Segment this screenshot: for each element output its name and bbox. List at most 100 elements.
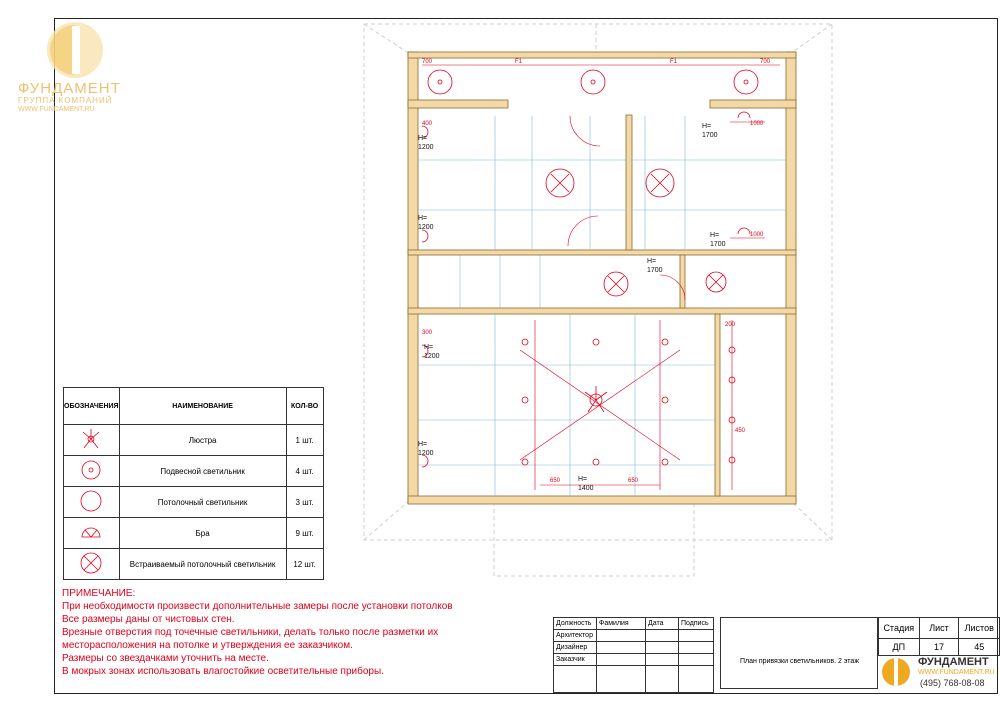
stamp-logo-icon: [882, 658, 910, 686]
notes-line: месторасположения на потолке и утвержден…: [62, 640, 353, 651]
stamp-role: Архитектор: [553, 629, 597, 642]
notes-block: ПРИМЕЧАНИЕ: При необходимости произвести…: [62, 587, 453, 678]
legend-qty: 9 шт.: [285, 517, 324, 549]
dim-400: 400: [422, 121, 433, 127]
wall-sconce-icon: [737, 111, 751, 119]
dim-top-left: 700: [422, 59, 433, 65]
legend-name: Потолочный светильник: [118, 486, 287, 518]
legend-header-qty: КОЛ-ВО: [285, 387, 324, 425]
sheet-header-stage: Стадия: [878, 617, 920, 639]
stamp-header: Фамилия: [596, 617, 646, 630]
floor-plan: 700 F1 F1 700 1000 1000 650 650 200 300 …: [363, 23, 833, 577]
walls: [407, 51, 797, 505]
legend-qty: 1 шт.: [285, 424, 324, 456]
company-logo-icon: [47, 22, 103, 78]
height-label: H=: [647, 258, 656, 265]
notes-line: Все размеры даны от чистовых стен.: [62, 614, 235, 625]
logo-url: WWW.FUNDAMENT.RU: [18, 106, 95, 113]
legend-row: Бра 9 шт.: [63, 517, 324, 549]
stamp-header: Дата: [645, 617, 679, 630]
legend-table: ОБОЗНАЧЕНИЯ НАИМЕНОВАНИЕ КОЛ-ВО Люстра 1…: [63, 387, 324, 580]
sheet-header-sheet: Лист: [918, 617, 960, 639]
wall-sconce-icon: [737, 227, 751, 235]
notes-line: Врезные отверстия под точечные светильни…: [62, 627, 439, 638]
logo-subtitle: ГРУППА КОМПАНИЙ: [18, 96, 113, 105]
legend-name: Подвесной светильник: [118, 455, 287, 487]
height-value: 1200: [418, 450, 434, 457]
height-value: 1700: [710, 241, 726, 248]
legend-name: Встраиваемый потолочный светильник: [118, 548, 287, 580]
doors: [567, 115, 686, 301]
sheet-number: 17: [918, 638, 960, 656]
drawing-frame: [54, 18, 998, 694]
notes-line: В мокрых зонах использовать влагостойкие…: [62, 666, 384, 677]
notes-line: При необходимости произвести дополнитель…: [62, 601, 453, 612]
chandelier-icon: [83, 429, 100, 449]
height-label: H=: [418, 135, 427, 142]
dimension-lines: [422, 64, 780, 490]
sheet-info-table: Стадия Лист Листов ДП 17 45: [878, 617, 1000, 656]
dim-650b: 650: [628, 478, 639, 484]
legend-row: Потолочный светильник 3 шт.: [63, 486, 324, 518]
sheet-title: План привязки светильников. 2 этаж: [740, 658, 859, 665]
legend-qty: 12 шт.: [285, 548, 324, 580]
recessed-light-icon: [645, 168, 675, 198]
ceiling-light-icon: [80, 490, 102, 512]
stamp-header: Подпись: [678, 617, 714, 630]
dim-200: 200: [725, 322, 736, 328]
sheet-header-sheets: Листов: [958, 617, 1000, 639]
dim-450: 450: [735, 428, 746, 434]
dim-1000b: 1000: [750, 232, 764, 238]
dim-top-f1a: F1: [515, 59, 523, 65]
height-value: 1700: [647, 267, 663, 274]
height-value: 1200: [424, 353, 440, 360]
height-label: H=: [424, 344, 433, 351]
ceiling-grid: [418, 116, 786, 496]
height-label: H=: [578, 476, 587, 483]
height-value: 1400: [578, 485, 594, 492]
dim-650a: 650: [550, 478, 561, 484]
legend-name: Люстра: [118, 424, 287, 456]
stamp-logo-url: WWW.FUNDAMENT.RU: [918, 669, 995, 676]
pendant-light-icon: [580, 69, 606, 95]
sheet-stage: ДП: [878, 638, 920, 656]
stamp-title-cell: [720, 617, 878, 689]
height-label: H=: [702, 123, 711, 130]
wall-sconce-icon: [421, 229, 429, 243]
stamp-role: Дизайнер: [553, 641, 597, 654]
dim-300: 300: [422, 330, 433, 336]
legend-row: Подвесной светильник 4 шт.: [63, 455, 324, 487]
stamp-header: Должность: [553, 617, 597, 630]
stamp-logo-name: ФУНДАМЕНТ: [918, 656, 989, 668]
light-fixtures: [421, 69, 759, 468]
height-value: 1700: [702, 132, 718, 139]
legend-row: Встраиваемый потолочный светильник 12 шт…: [63, 548, 324, 580]
sheet-count: 45: [958, 638, 1000, 656]
dim-top-right: 700: [760, 59, 771, 65]
legend-row: Люстра 1 шт.: [63, 424, 324, 456]
recessed-light-icon: [80, 552, 102, 574]
notes-line: Размеры со звездачками уточнить на месте…: [62, 653, 269, 664]
pendant-light-icon: [733, 69, 759, 95]
wall-sconce-icon: [81, 527, 101, 538]
recessed-light-icon: [705, 271, 727, 293]
pendant-light-icon: [427, 69, 453, 95]
legend-name: Бра: [118, 517, 287, 549]
wall-sconce-icon: [421, 125, 429, 139]
legend-qty: 3 шт.: [285, 486, 324, 518]
dim-1000a: 1000: [750, 121, 764, 127]
recessed-light-icon: [545, 168, 575, 198]
height-label: H=: [418, 441, 427, 448]
wall-sconce-icon: [421, 454, 429, 468]
recessed-light-icon: [603, 271, 629, 297]
notes-title: ПРИМЕЧАНИЕ:: [62, 588, 136, 599]
wall-sconce-icon: [421, 344, 429, 358]
legend-header-name: НАИМЕНОВАНИЕ: [118, 387, 287, 425]
stamp-role: Заказчик: [553, 653, 597, 666]
height-label: H=: [710, 232, 719, 239]
legend-header-symbol: ОБОЗНАЧЕНИЯ: [63, 387, 120, 425]
pendant-light-icon: [81, 460, 101, 480]
dim-top-f1b: F1: [670, 59, 678, 65]
height-value: 1200: [418, 224, 434, 231]
stamp-phone: (495) 768-08-08: [920, 678, 985, 688]
